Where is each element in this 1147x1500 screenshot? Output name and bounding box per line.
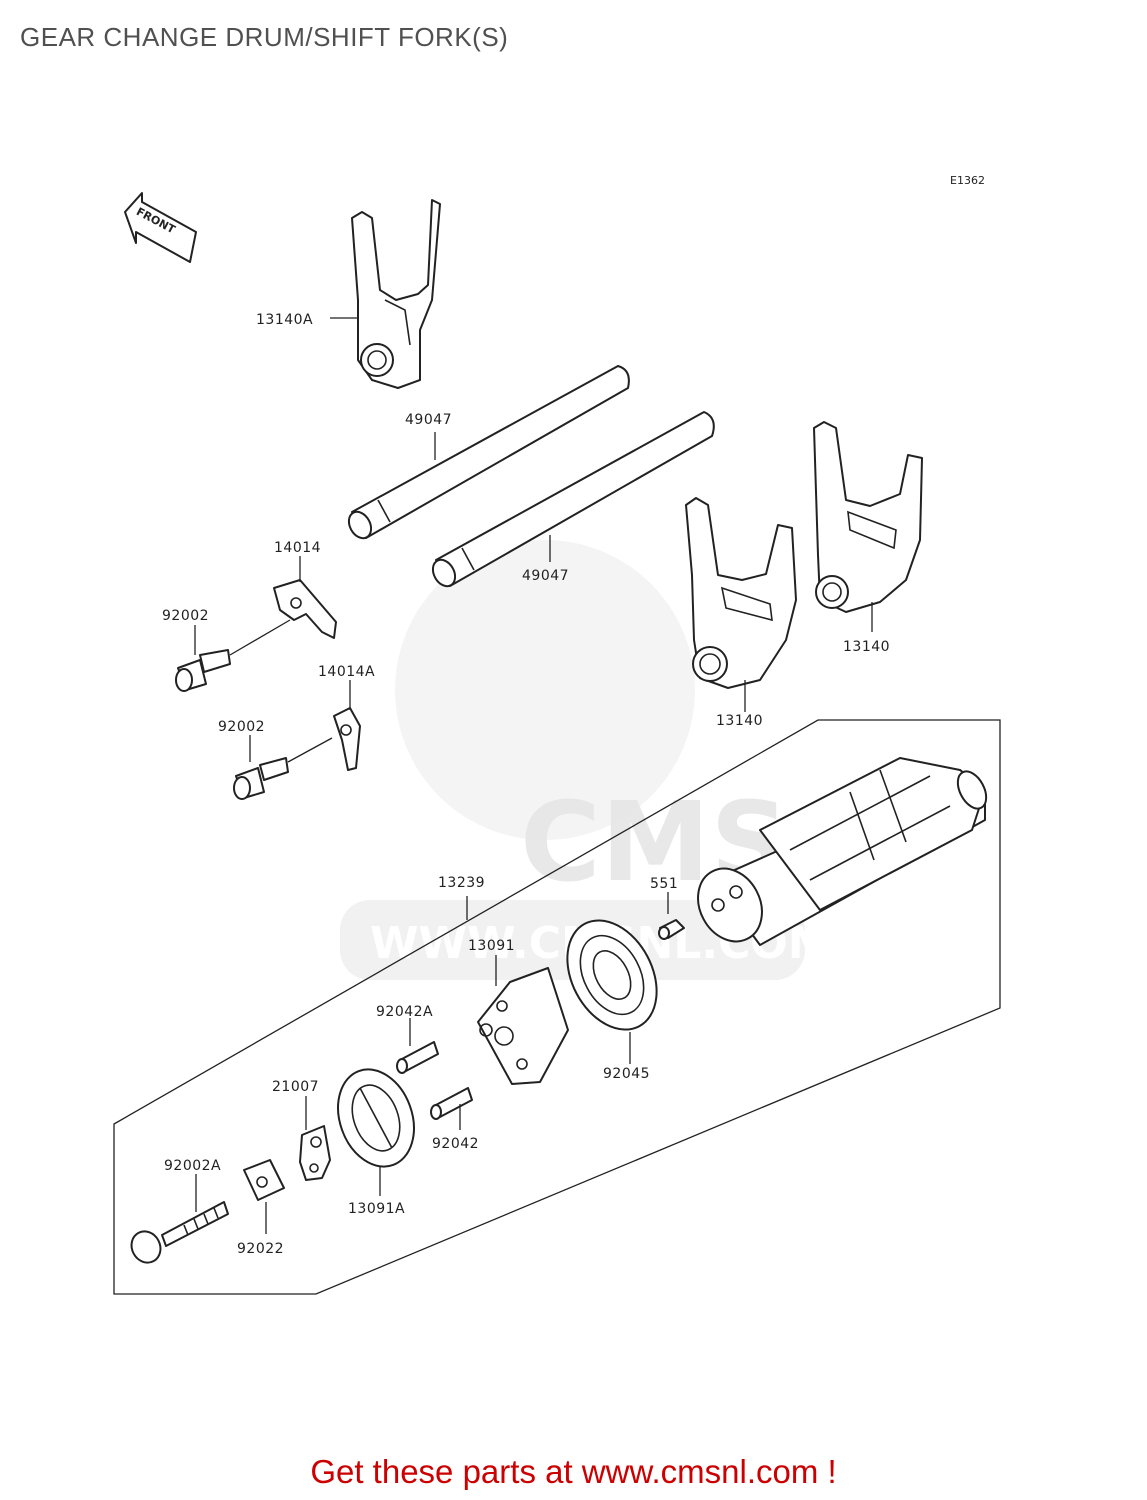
page-title: GEAR CHANGE DRUM/SHIFT FORK(S) bbox=[20, 22, 509, 52]
gear-change-drum bbox=[697, 757, 988, 946]
stopper-lever-14014a bbox=[333, 707, 361, 771]
shift-fork-13140-middle bbox=[685, 497, 797, 689]
shift-rod-49047-upper bbox=[347, 365, 630, 540]
pin-551 bbox=[658, 919, 685, 940]
front-arrow-icon: FRONT bbox=[124, 192, 197, 263]
part-label-92042a: 92042A bbox=[376, 1004, 433, 1020]
part-label-92042: 92042 bbox=[432, 1136, 479, 1152]
part-label-13140a: 13140A bbox=[256, 312, 313, 328]
part-label-92002a: 92002A bbox=[164, 1158, 221, 1174]
part-label-13239: 13239 bbox=[438, 875, 485, 891]
part-label-21007: 21007 bbox=[272, 1079, 319, 1095]
stopper-plate-14014 bbox=[273, 579, 337, 639]
part-label-49047-a: 49047 bbox=[405, 412, 452, 428]
part-label-92002-a: 92002 bbox=[162, 608, 209, 624]
bolt-92002-upper bbox=[175, 649, 231, 692]
part-label-92045: 92045 bbox=[603, 1066, 650, 1082]
part-label-92002-b: 92002 bbox=[218, 719, 265, 735]
ball-bearing-92045 bbox=[566, 919, 658, 1031]
dowel-pin-92042a bbox=[396, 1041, 439, 1074]
holder-21007 bbox=[299, 1125, 331, 1181]
footer-cta-link[interactable]: Get these parts at www.cmsnl.com ! bbox=[310, 1453, 837, 1490]
part-label-13091a: 13091A bbox=[348, 1201, 405, 1217]
part-label-49047-b: 49047 bbox=[522, 568, 569, 584]
exploded-parts-diagram: CMS WWW.CMSNL.COM E1362 FRONT 13140A 490… bbox=[113, 174, 1001, 1295]
part-label-13140-b: 13140 bbox=[843, 639, 890, 655]
part-label-13140-a: 13140 bbox=[716, 713, 763, 729]
diagram-code: E1362 bbox=[950, 174, 985, 187]
drum-assembly-outline bbox=[113, 719, 1001, 1295]
shift-fork-13140a bbox=[351, 199, 441, 389]
drum-cam-13091 bbox=[477, 967, 569, 1085]
part-label-551: 551 bbox=[650, 876, 678, 892]
cam-plate-13091a bbox=[337, 1068, 415, 1168]
bolt-92002a bbox=[130, 1201, 229, 1264]
shift-fork-13140-right bbox=[813, 421, 923, 613]
washer-92022 bbox=[243, 1159, 285, 1201]
dowel-pin-92042 bbox=[430, 1087, 473, 1120]
part-label-14014: 14014 bbox=[274, 540, 321, 556]
part-label-14014a: 14014A bbox=[318, 664, 375, 680]
part-label-92022: 92022 bbox=[237, 1241, 284, 1257]
bolt-92002-lower bbox=[233, 757, 289, 800]
part-label-13091: 13091 bbox=[468, 938, 515, 954]
shift-rod-49047-lower bbox=[431, 411, 715, 588]
